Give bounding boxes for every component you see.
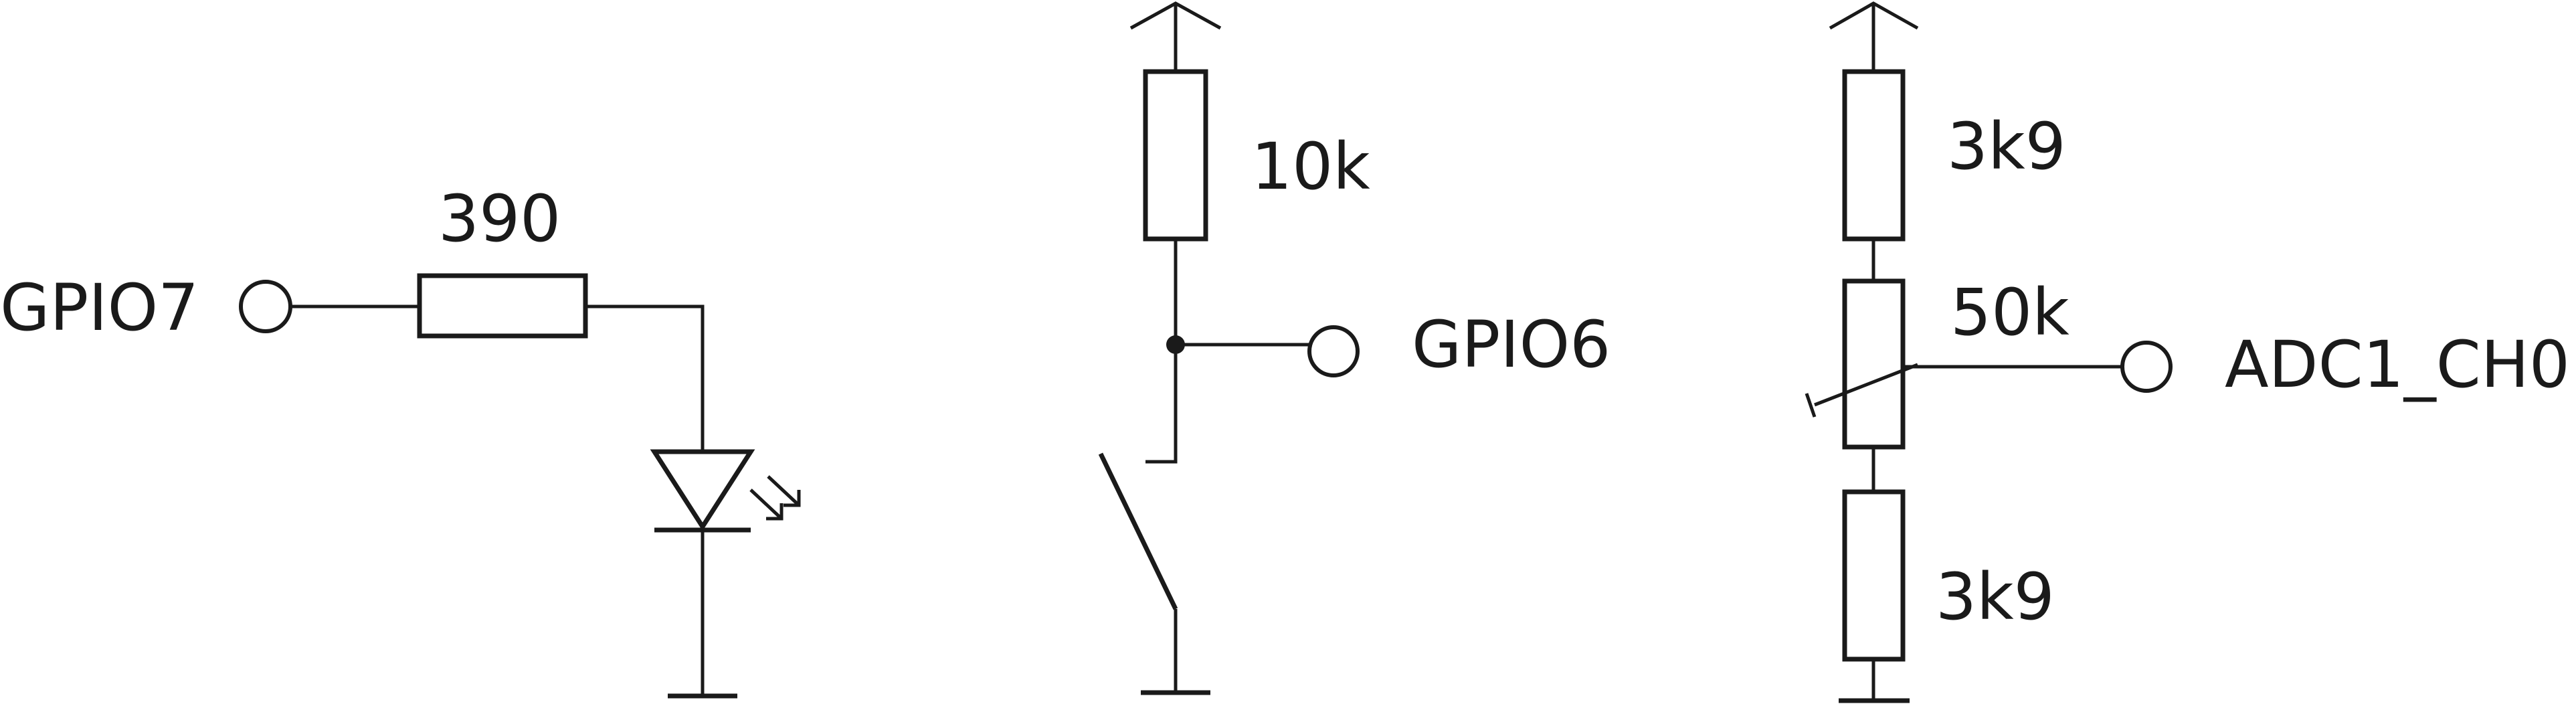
switch-upper-contact <box>1145 345 1178 464</box>
trimmer-adjust-icon <box>1805 363 1918 418</box>
resistor-390 <box>417 273 588 339</box>
led-icon <box>650 449 801 533</box>
adc1-ch0-terminal[interactable] <box>2120 341 2173 393</box>
potentiometer-50k <box>1842 278 1906 450</box>
resistor-390-label: 390 <box>438 181 561 256</box>
top-resistor-3k9 <box>1842 69 1906 242</box>
gpio7-terminal[interactable] <box>239 280 292 333</box>
gpio6-terminal[interactable] <box>1307 325 1360 377</box>
pullup-resistor-10k <box>1143 69 1208 242</box>
led-circuit: GPIO7 390 <box>0 181 801 699</box>
switch-lever <box>1098 452 1178 610</box>
light-emission-arrows-icon <box>749 475 801 521</box>
gpio6-label: GPIO6 <box>1412 307 1611 382</box>
vcc-arrow-icon <box>1129 1 1222 72</box>
potentiometer-circuit: 3k9 50k ADC1_CH0 3k9 <box>1805 1 2570 703</box>
pullup-resistor-label: 10k <box>1251 129 1370 204</box>
potentiometer-label: 50k <box>1950 275 2069 350</box>
vcc-arrow-icon <box>1829 1 1919 72</box>
led-triangle <box>650 449 755 531</box>
bottom-resistor-label: 3k9 <box>1936 559 2055 634</box>
top-resistor-label: 3k9 <box>1947 109 2066 184</box>
adc1-ch0-label: ADC1_CH0 <box>2225 327 2570 402</box>
bottom-resistor-3k9 <box>1842 489 1906 662</box>
button-circuit: 10k GPIO6 <box>1098 1 1611 695</box>
led-anode-wire <box>585 304 705 452</box>
gpio7-label: GPIO7 <box>0 270 199 345</box>
push-switch-icon <box>1098 345 1178 693</box>
